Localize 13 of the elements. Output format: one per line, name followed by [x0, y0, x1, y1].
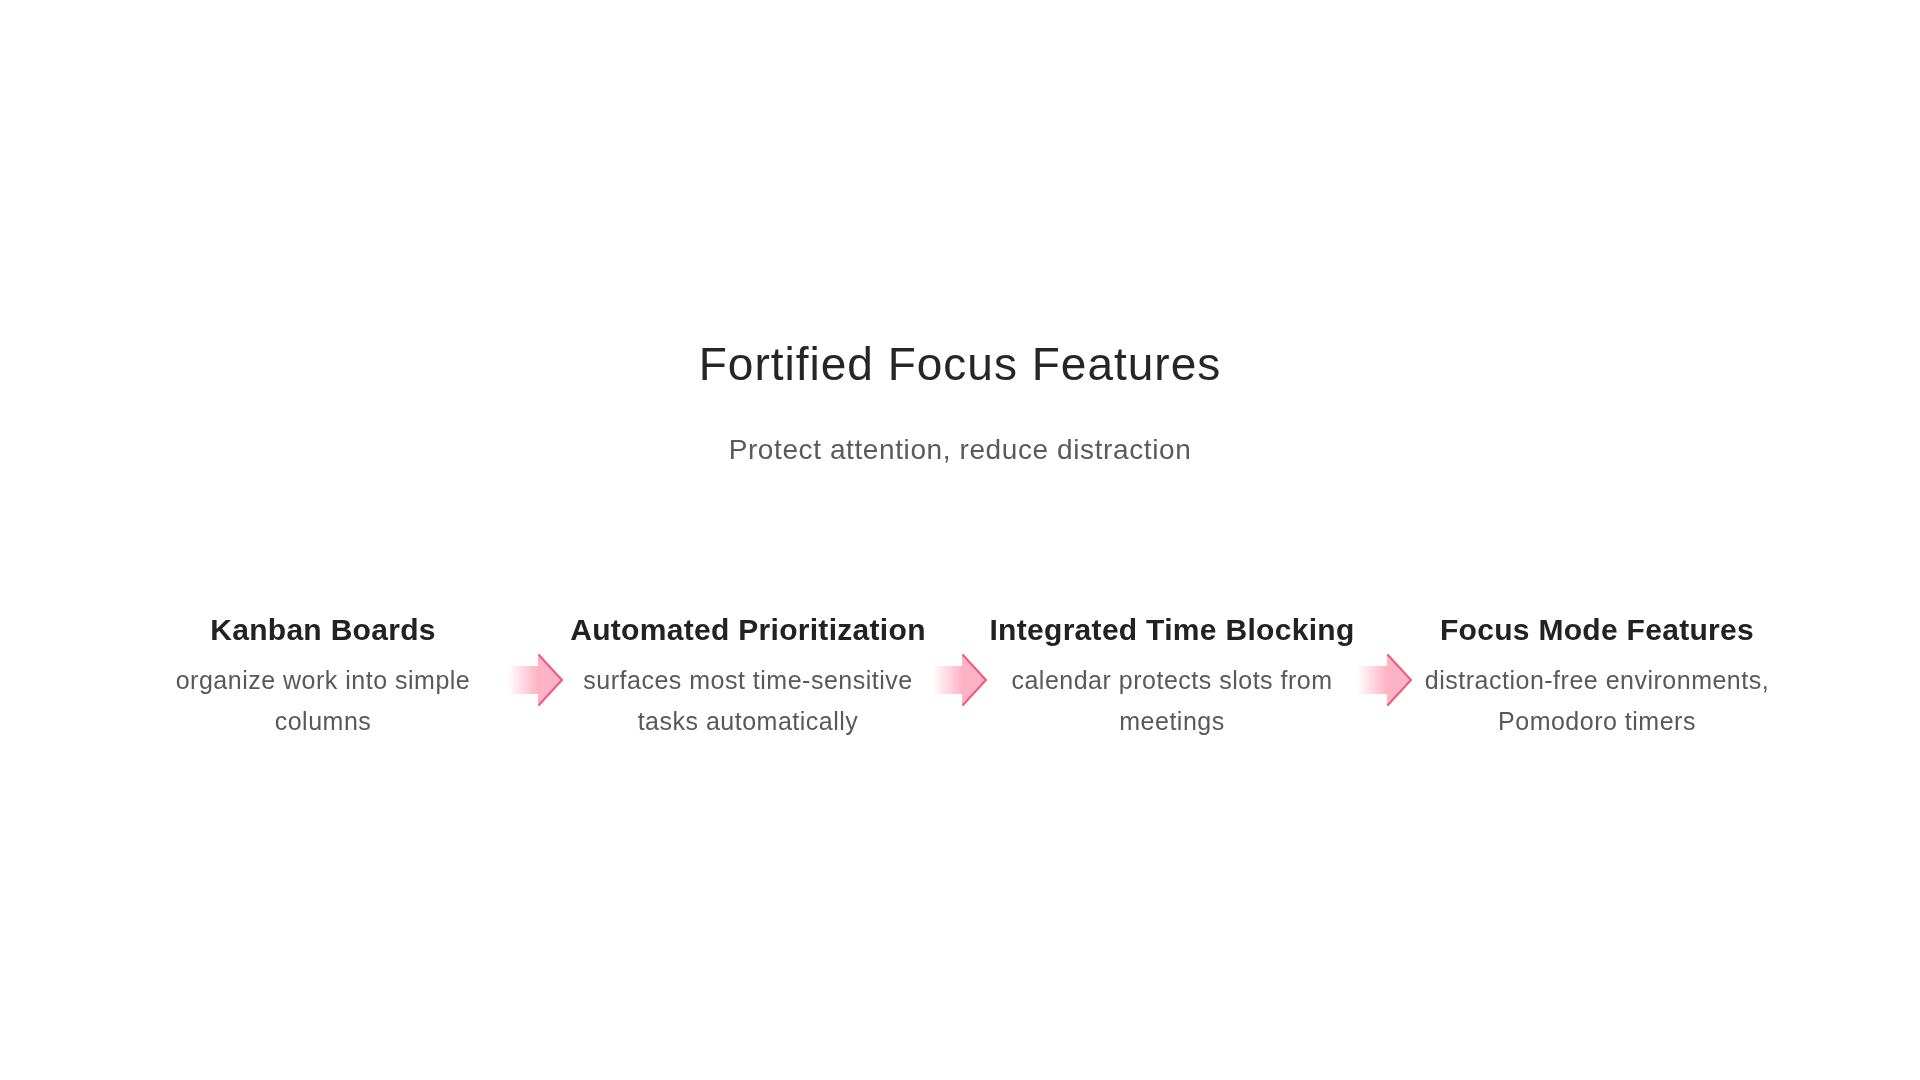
feature-description: organize work into simple columns	[174, 665, 472, 737]
diagram-title: Fortified Focus Features	[698, 337, 1222, 392]
feature-heading: Integrated Time Blocking	[989, 612, 1355, 648]
subtitle-text: Protect attention, reduce distraction	[728, 433, 1192, 467]
feature-heading: Kanban Boards	[210, 612, 436, 648]
feature-description: calendar protects slots from meetings	[1010, 665, 1334, 737]
arrow	[1357, 652, 1413, 708]
feature-heading: Focus Mode Features	[1439, 612, 1755, 648]
feature-description: surfaces most time-sensitive tasks automatically	[582, 665, 914, 737]
feature-heading: Automated Prioritization	[570, 612, 926, 648]
arrow	[933, 652, 988, 708]
feature-description: distraction-free environments, Pomodoro timers	[1423, 665, 1771, 737]
arrow	[508, 652, 564, 708]
